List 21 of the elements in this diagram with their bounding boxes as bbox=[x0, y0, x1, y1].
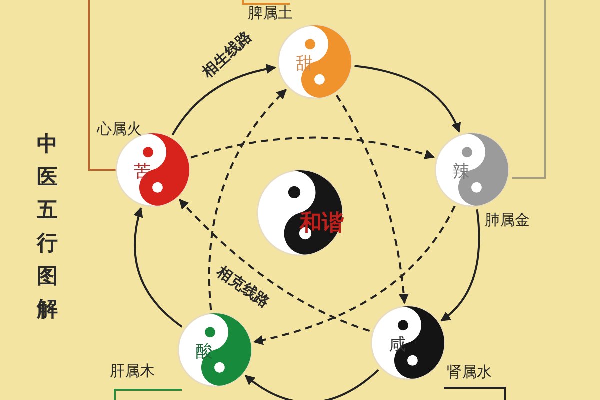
organ-label: 肾属水 bbox=[447, 365, 492, 380]
arrow bbox=[179, 199, 370, 332]
arrow bbox=[244, 369, 380, 400]
organ-label: 肺属金 bbox=[485, 213, 530, 228]
arrow bbox=[253, 206, 456, 346]
organ-label: 脾属土 bbox=[248, 6, 293, 21]
title: 中医五行图解 bbox=[37, 131, 59, 323]
arrow bbox=[134, 207, 183, 328]
flavor-label: 咸 bbox=[389, 337, 406, 354]
arrow bbox=[172, 64, 276, 136]
flavor-label: 辣 bbox=[453, 164, 470, 182]
arrow bbox=[190, 136, 435, 160]
arrow bbox=[208, 89, 287, 310]
organ-label: 心属火 bbox=[97, 122, 142, 137]
organ-label: 肝属木 bbox=[110, 364, 155, 379]
flavor-label: 甜 bbox=[296, 56, 313, 74]
flavor-label: 酸 bbox=[196, 344, 213, 362]
arrow bbox=[440, 210, 480, 322]
arrow bbox=[336, 95, 409, 304]
flavor-label: 苦 bbox=[134, 164, 151, 182]
arrow bbox=[354, 65, 461, 134]
